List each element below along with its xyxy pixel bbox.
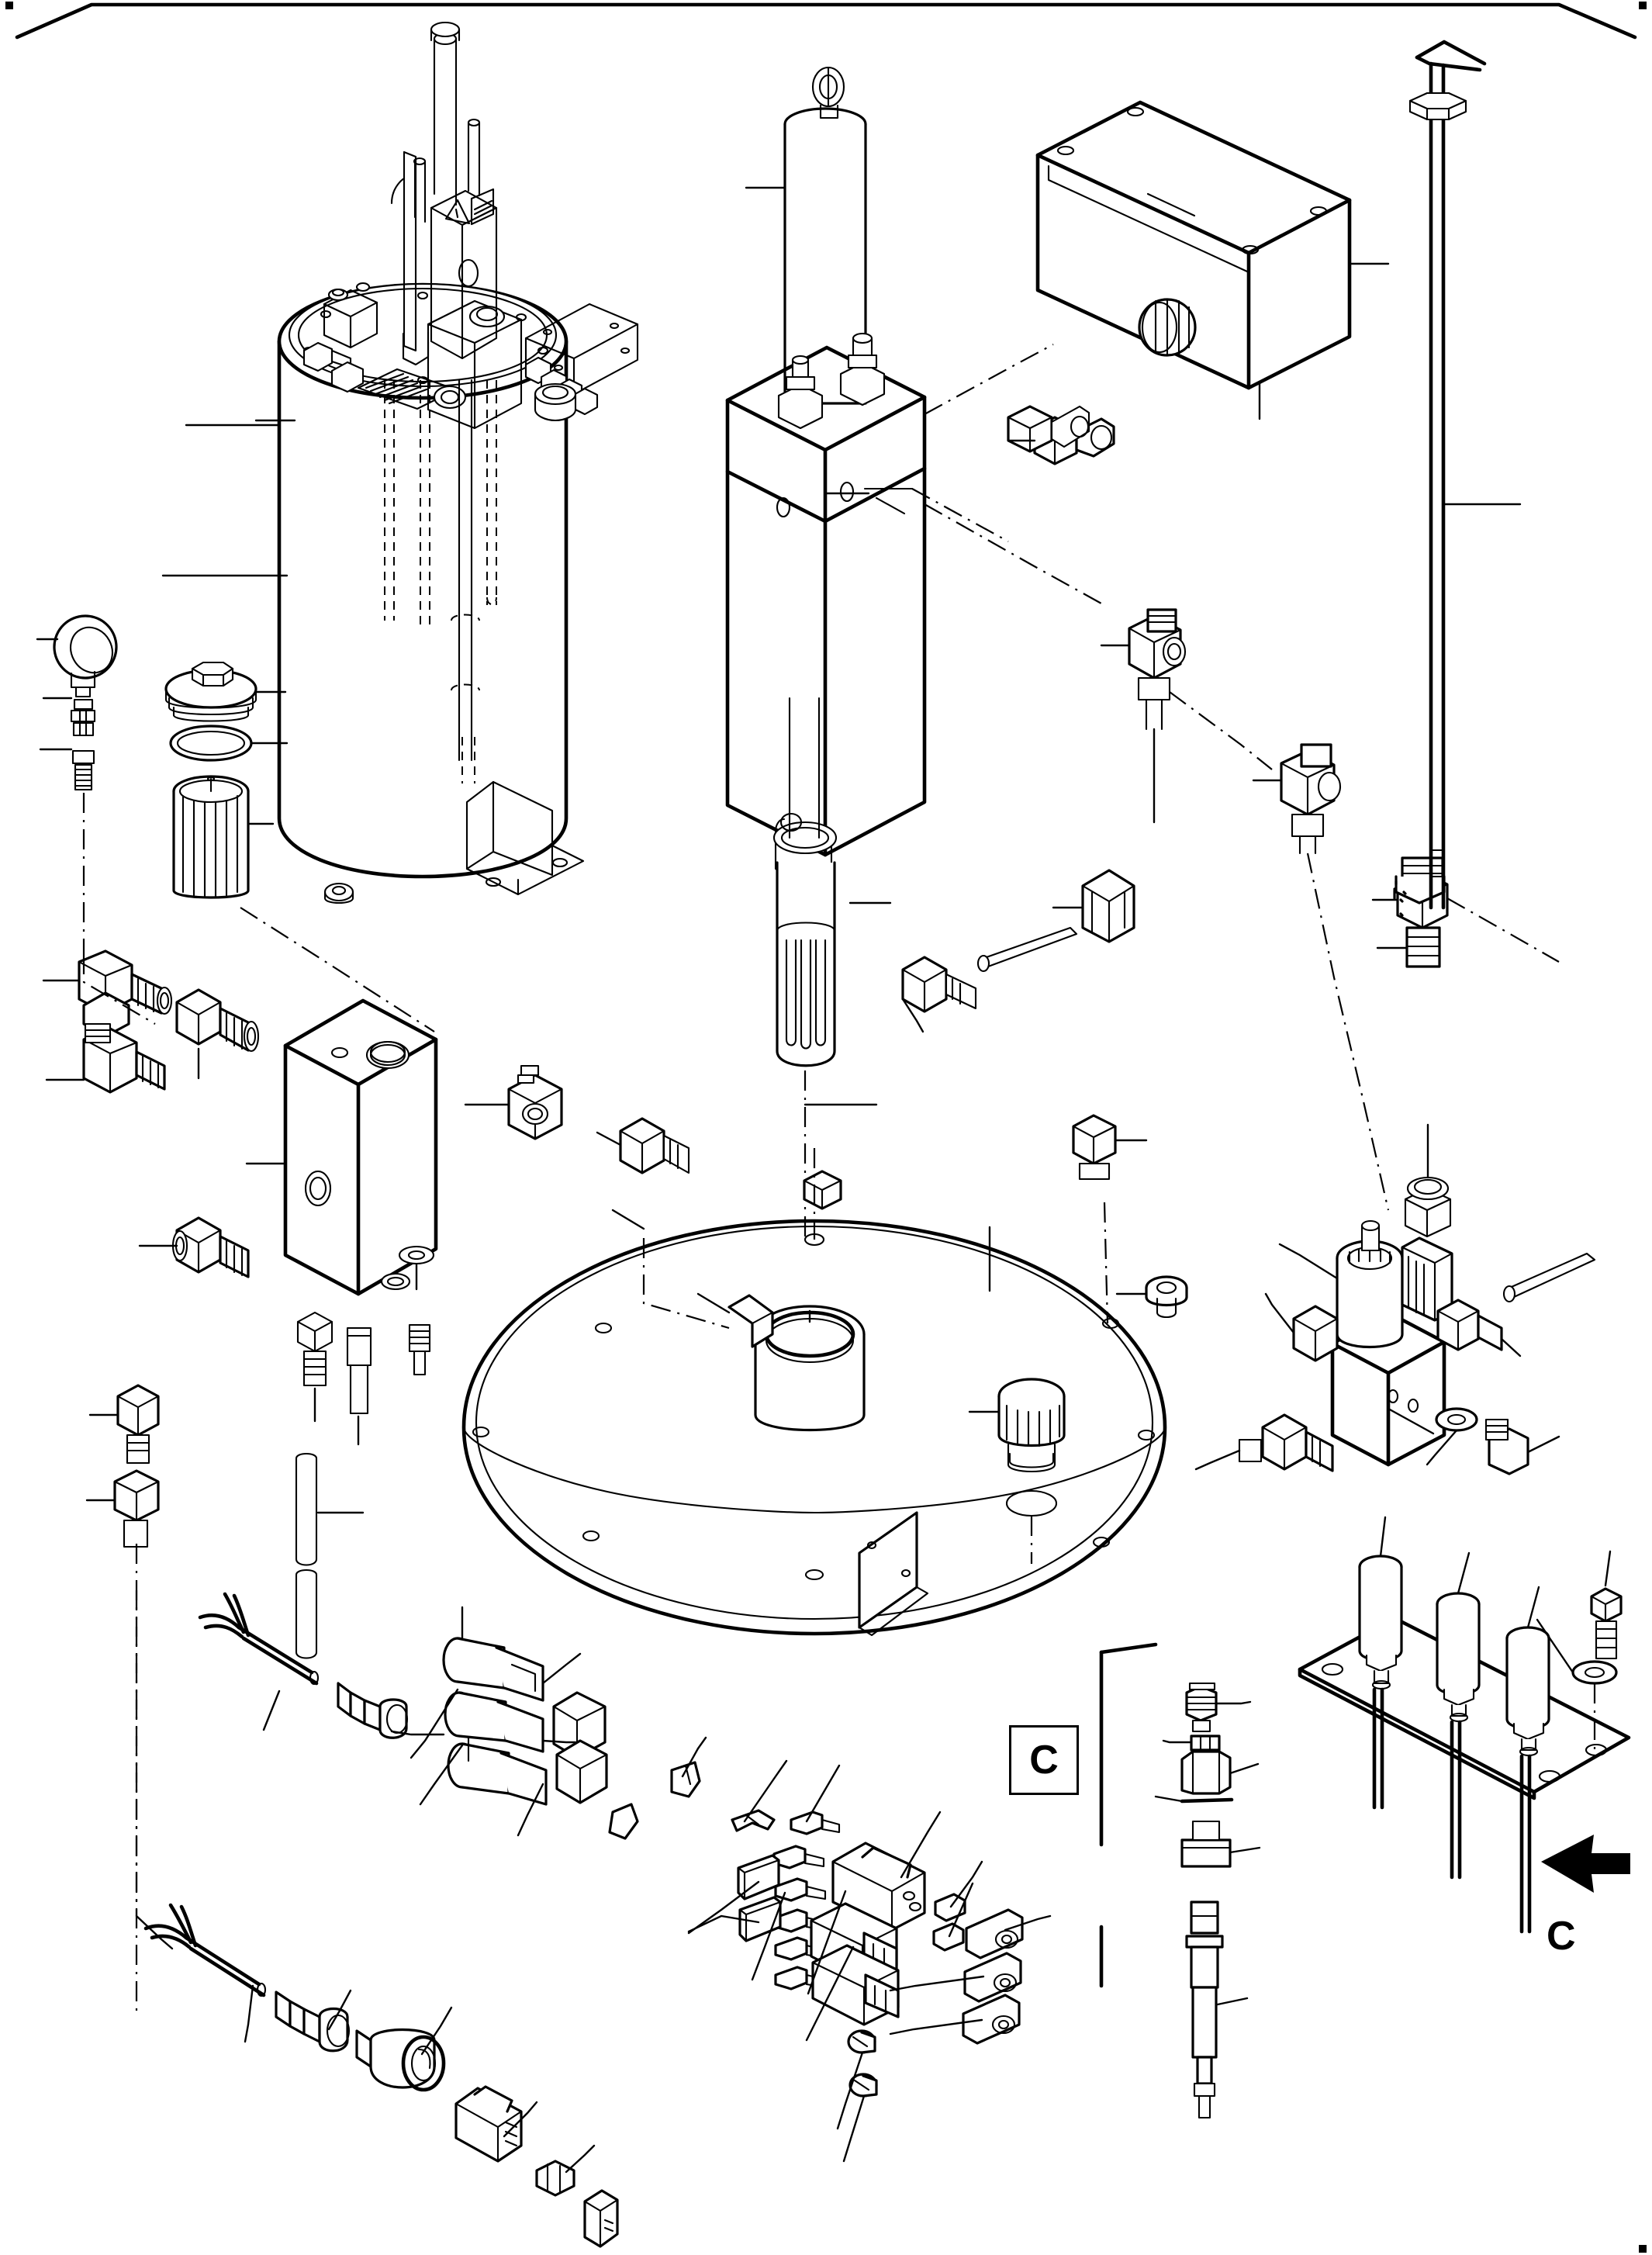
left-lower-fittings bbox=[113, 1384, 160, 1548]
harness-upper-housings bbox=[442, 1637, 548, 1806]
tank-top-valve-left bbox=[323, 282, 378, 349]
accumulator-cylinder bbox=[783, 66, 867, 405]
angle-elbow-upper-right bbox=[1395, 880, 1407, 895]
nipple-with-rod bbox=[901, 926, 1078, 1013]
cover-plate-group bbox=[461, 1148, 1167, 1637]
harness-lower-shell bbox=[355, 2028, 446, 2092]
plate-nut-right bbox=[1072, 1114, 1148, 1181]
filler-cap bbox=[164, 661, 257, 722]
elbow-fitting-upper bbox=[78, 949, 173, 1038]
view-arrow-c bbox=[1541, 1835, 1630, 1893]
harness-lower-connector bbox=[454, 2085, 523, 2163]
junction-box-group bbox=[1035, 100, 1390, 420]
detail-c-sleeve bbox=[1162, 1734, 1221, 1752]
solenoid-port-right bbox=[1436, 1252, 1596, 1351]
sensor-bracket-group bbox=[1298, 1516, 1631, 1934]
accumulator-strainer bbox=[772, 697, 838, 1067]
small-valve-right bbox=[507, 1064, 563, 1140]
harness-upper-boot bbox=[337, 1682, 409, 1739]
side-fittings-group bbox=[901, 405, 1560, 1211]
plate-plug-left bbox=[596, 1117, 690, 1174]
harness-lower-endcap bbox=[583, 2189, 619, 2248]
tank-drain-plug bbox=[323, 882, 354, 904]
solenoid-connector bbox=[1401, 1176, 1453, 1322]
gauge-adapter-upper bbox=[70, 698, 96, 737]
sheet-frame bbox=[15, 2, 1637, 40]
valve-block-fitting-2 bbox=[777, 355, 824, 430]
cover-plate-boss bbox=[754, 1305, 866, 1432]
cover-plate-flat-bracket bbox=[858, 1511, 929, 1637]
reservoir-tank-group bbox=[161, 21, 639, 904]
cluster-connector-pair bbox=[810, 1902, 900, 2026]
gauge-filter-column-group bbox=[36, 614, 289, 954]
plate-cap-nut bbox=[803, 1170, 842, 1210]
solenoid-lower-fittings bbox=[1238, 1413, 1334, 1472]
detail-c-fitting bbox=[1185, 1682, 1252, 1733]
corner-elbow-right bbox=[1399, 898, 1404, 903]
sensor-bracket-bolt bbox=[1571, 1587, 1623, 1755]
junction-box-gland bbox=[1138, 298, 1197, 357]
block-washers bbox=[295, 1245, 435, 1659]
tank-top-fitting-b bbox=[330, 361, 365, 393]
straight-connector-mid bbox=[175, 988, 260, 1053]
tank-control-column bbox=[390, 21, 498, 366]
elbow-assembly-right bbox=[1399, 912, 1404, 917]
harness-upper-group bbox=[135, 1590, 608, 1837]
view-arrow-label-c: C bbox=[1547, 1914, 1576, 1959]
registration-mark-top-right bbox=[1639, 2, 1647, 9]
accumulator-valve-block bbox=[725, 332, 927, 857]
filter-element bbox=[172, 775, 250, 899]
cluster-wedges bbox=[608, 1761, 701, 1840]
tank-internal-probes bbox=[384, 379, 497, 783]
plate-grommet bbox=[1115, 1275, 1188, 1319]
sensor-probe-2 bbox=[1436, 1592, 1481, 1880]
harness-lower-terminal bbox=[535, 2160, 575, 2197]
pressure-gauge bbox=[53, 614, 118, 698]
elbow-fitting-lower bbox=[82, 1022, 166, 1094]
detail-c-gasket bbox=[1154, 1795, 1234, 1804]
cover-plate-knurled-cap bbox=[997, 1378, 1066, 1517]
cluster-seal-blocks bbox=[737, 1854, 782, 1942]
section-marker-c: C bbox=[1009, 1725, 1079, 1795]
tank-mounting-foot bbox=[465, 780, 585, 896]
detail-c-probe bbox=[1185, 1900, 1249, 2119]
valve-block-fitting-1 bbox=[839, 332, 886, 406]
detail-c-column-group bbox=[1099, 1642, 1261, 2119]
detail-c-cap bbox=[1180, 1820, 1261, 1868]
cluster-oval-seals bbox=[932, 1893, 966, 1952]
connector-cluster-group bbox=[608, 1736, 1052, 2163]
straight-connector-lower bbox=[171, 1216, 250, 1278]
cluster-pins bbox=[772, 1811, 841, 1990]
accumulator-column-group bbox=[725, 66, 1102, 1241]
elbow-fitting-right bbox=[1280, 743, 1342, 855]
gauge-adapter-lower bbox=[71, 749, 95, 791]
solenoid-washer-bolt bbox=[1435, 1407, 1529, 1475]
cluster-bracket-stack bbox=[962, 1908, 1024, 2045]
sensor-probe-1 bbox=[1358, 1555, 1403, 1810]
cluster-clips bbox=[731, 1809, 776, 1832]
registration-mark-bottom-right bbox=[1639, 2245, 1647, 2253]
cluster-screws bbox=[847, 2029, 878, 2098]
elbow-fitting-mid bbox=[1128, 608, 1187, 731]
bracket-clip bbox=[1081, 869, 1135, 943]
manifold-block-group bbox=[42, 907, 563, 2017]
solenoid-nut-left bbox=[1292, 1305, 1339, 1362]
detail-c-nut bbox=[1180, 1750, 1260, 1795]
solenoid-coil bbox=[1336, 1219, 1404, 1349]
harness-lower-boot bbox=[275, 1990, 351, 2053]
dipstick-rod-group bbox=[1408, 40, 1522, 910]
cover-plate-angle-bracket bbox=[728, 1294, 774, 1348]
straight-fitting-far-right bbox=[1396, 856, 1449, 968]
plate-hardware-group bbox=[596, 1114, 1188, 1319]
registration-mark-top-left bbox=[5, 2, 13, 9]
tank-top-round-cap bbox=[534, 382, 577, 422]
harness-lower-group bbox=[135, 1800, 619, 2248]
elbow-right-upper bbox=[1393, 887, 1398, 892]
harness-upper-terminals bbox=[552, 1691, 608, 1804]
sensor-probe-3 bbox=[1505, 1626, 1550, 1934]
o-ring bbox=[169, 725, 253, 762]
solenoid-valve-group bbox=[1194, 1123, 1596, 1475]
